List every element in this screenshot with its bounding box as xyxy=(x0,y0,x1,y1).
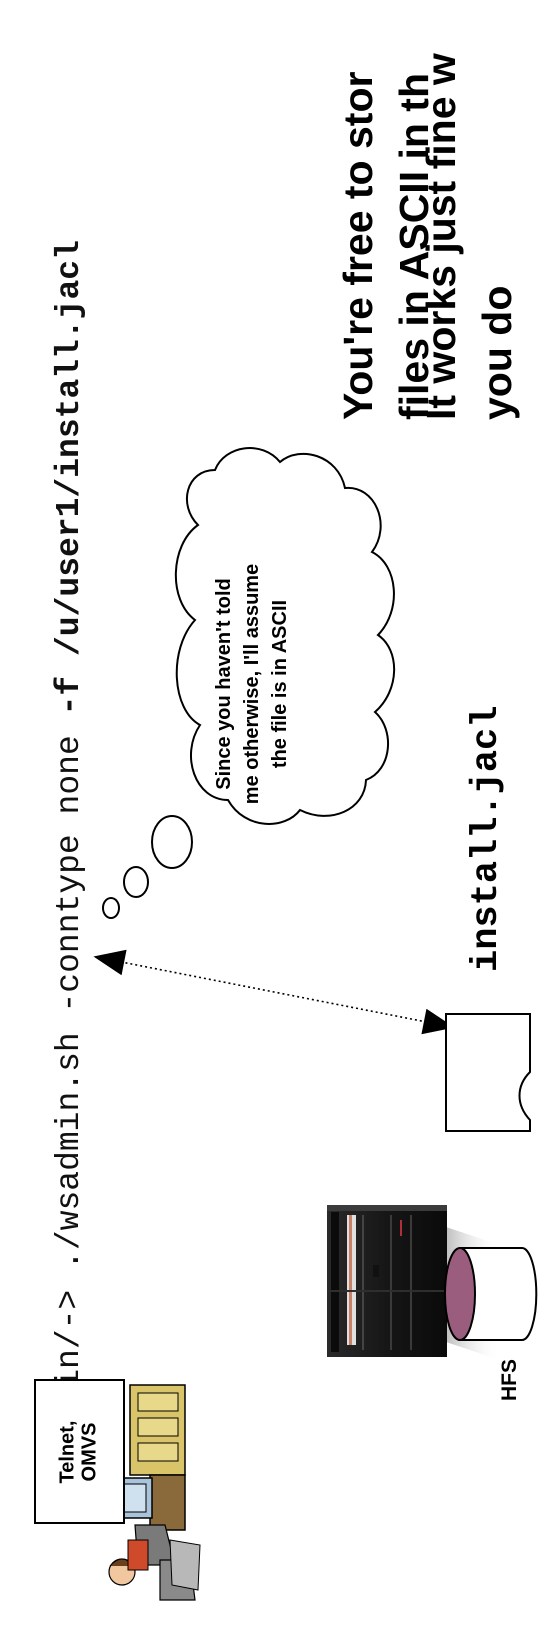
hfs-cylinder-icon xyxy=(445,1248,536,1340)
terminal-label: Telnet, OMVS xyxy=(57,1382,103,1523)
file-document-icon xyxy=(446,1014,530,1131)
file-label: install.jacl xyxy=(463,632,511,972)
terminal-label-box: Telnet, OMVS xyxy=(34,1379,125,1524)
hfs-label: HFS xyxy=(497,1355,523,1405)
connection-arrow xyxy=(96,957,452,1027)
thought-bubble-text: Since you haven't told me otherwise, I'l… xyxy=(210,549,300,819)
